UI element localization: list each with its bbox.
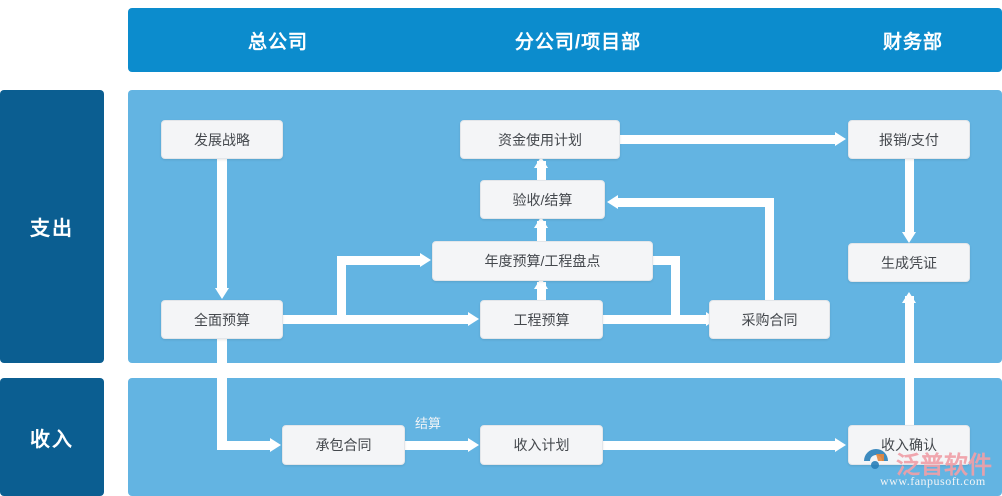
node-contracting-contract[interactable]: 承包合同 bbox=[282, 425, 405, 465]
arrowhead-strategy-to-budget bbox=[215, 288, 229, 299]
connector-annual-budget-dropper bbox=[671, 256, 680, 319]
node-generate-voucher[interactable]: 生成凭证 bbox=[848, 243, 970, 282]
lane-header-branch: 分公司/项目部 bbox=[514, 31, 642, 53]
sidebar-item-income: 收入 bbox=[0, 378, 104, 496]
arrowhead-contract-to-income-plan bbox=[468, 438, 479, 452]
connector-budget-down-to-income bbox=[217, 338, 227, 441]
connector-purchase-to-acceptance bbox=[618, 198, 774, 207]
arrowhead-income-plan-to-income-confirm bbox=[835, 438, 846, 452]
connector-budget-to-project-budget bbox=[283, 315, 469, 324]
arrowhead-budget-to-annual-budget bbox=[420, 253, 431, 267]
node-income-confirmation[interactable]: 收入确认 bbox=[848, 425, 970, 465]
arrowhead-budget-to-project-budget bbox=[468, 312, 479, 326]
lane-header-finance: 财务部 bbox=[882, 31, 943, 53]
node-development-strategy[interactable]: 发展战略 bbox=[161, 120, 283, 159]
node-fund-usage-plan[interactable]: 资金使用计划 bbox=[460, 120, 620, 159]
connector-strategy-to-budget bbox=[217, 158, 227, 289]
node-project-budget[interactable]: 工程预算 bbox=[480, 300, 603, 339]
node-comprehensive-budget[interactable]: 全面预算 bbox=[161, 300, 283, 339]
node-income-plan[interactable]: 收入计划 bbox=[480, 425, 603, 465]
edge-label-settlement: 结算 bbox=[415, 416, 442, 431]
connector-purchase-riser bbox=[765, 198, 774, 302]
connector-contract-to-income-plan bbox=[405, 441, 469, 450]
connector-annual-budget-out bbox=[652, 256, 680, 265]
node-purchase-contract[interactable]: 采购合同 bbox=[709, 300, 830, 339]
connector-income-confirm-riser-lower bbox=[905, 378, 914, 425]
lane-header-band: 总公司 分公司/项目部 财务部 bbox=[128, 8, 1002, 72]
arrowhead-acceptance-to-fund-plan bbox=[534, 157, 548, 168]
connector-budget-riser bbox=[337, 256, 346, 319]
arrowhead-annual-budget-to-acceptance bbox=[534, 217, 548, 228]
connector-reimburse-to-voucher bbox=[905, 158, 914, 233]
connector-fund-plan-to-reimburse bbox=[620, 135, 836, 144]
arrowhead-budget-to-contract bbox=[270, 438, 281, 452]
arrowhead-income-confirm-to-voucher bbox=[902, 292, 916, 303]
node-reimbursement-payment[interactable]: 报销/支付 bbox=[848, 120, 970, 159]
arrowhead-purchase-to-acceptance bbox=[607, 195, 618, 209]
lane-header-headquarters: 总公司 bbox=[247, 31, 308, 53]
connector-acceptance-to-fund-plan bbox=[537, 161, 546, 181]
connector-project-budget-to-annual-budget bbox=[537, 282, 546, 302]
sidebar-item-expense: 支出 bbox=[0, 90, 104, 363]
connector-project-budget-to-purchase bbox=[603, 315, 709, 324]
connector-budget-to-annual-budget bbox=[337, 256, 422, 265]
connector-budget-to-contract bbox=[217, 441, 272, 450]
node-annual-budget-project-inventory[interactable]: 年度预算/工程盘点 bbox=[432, 241, 653, 281]
connector-annual-budget-to-acceptance bbox=[537, 221, 546, 242]
arrowhead-fund-plan-to-reimburse bbox=[835, 132, 846, 146]
connector-income-plan-to-income-confirm bbox=[603, 441, 836, 450]
node-acceptance-settlement[interactable]: 验收/结算 bbox=[480, 180, 605, 219]
connector-income-confirm-riser-upper bbox=[905, 296, 914, 364]
arrowhead-project-budget-to-annual-budget bbox=[534, 278, 548, 289]
arrowhead-reimburse-to-voucher bbox=[902, 232, 916, 243]
